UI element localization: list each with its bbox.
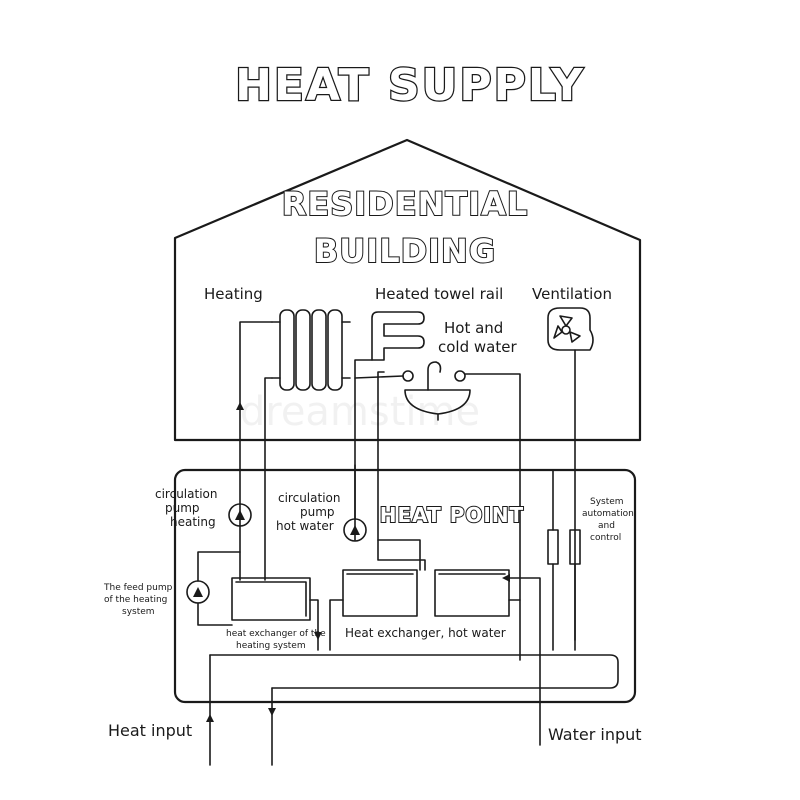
hx-heating-label-2: heating system bbox=[236, 641, 306, 651]
hot-water-pipe-to-sink bbox=[354, 375, 404, 379]
feed-label-3: system bbox=[122, 607, 155, 617]
ventilation-fan-icon bbox=[547, 307, 594, 351]
circ-hot-label-2: pump bbox=[300, 505, 335, 519]
arrow-up-icon bbox=[236, 402, 244, 410]
water-input-pipe bbox=[508, 577, 541, 746]
heat-point-outline bbox=[173, 468, 637, 704]
label-heated-towel-rail: Heated towel rail bbox=[375, 285, 503, 303]
label-hot-cold-line2: cold water bbox=[438, 338, 517, 356]
heating-return-pipe bbox=[264, 377, 273, 581]
automation-label-3: and bbox=[598, 521, 615, 531]
circulation-pump-heating-icon bbox=[228, 503, 252, 527]
heat-exchanger-heating bbox=[231, 577, 311, 621]
automation-wires bbox=[552, 469, 576, 651]
radiator-icon bbox=[271, 309, 351, 391]
hx-heating-outlet bbox=[309, 599, 319, 651]
pump-arrow-icon bbox=[350, 525, 360, 535]
circ-hot-label-1: circulation bbox=[278, 491, 340, 505]
hx-hot-label: Heat exchanger, hot water bbox=[345, 626, 506, 640]
pump-arrow-icon bbox=[235, 510, 245, 520]
cold-water-pipe-to-sink bbox=[464, 373, 521, 661]
watermark: dreamstime bbox=[240, 389, 480, 435]
automation-label-2: automation bbox=[582, 509, 634, 519]
circ-heating-label-2: pump bbox=[165, 501, 200, 515]
towel-rail-pipe-a bbox=[354, 359, 373, 541]
automation-unit-1 bbox=[547, 529, 559, 565]
circ-hot-label-3: hot water bbox=[276, 519, 334, 533]
hx-heating-label-1: heat exchanger of the bbox=[226, 629, 326, 639]
arrow-down-icon bbox=[314, 632, 322, 640]
water-input-label: Water input bbox=[548, 725, 642, 744]
towel-rail-pipe-b bbox=[377, 371, 426, 571]
heat-exchanger-hot-water-1 bbox=[342, 569, 418, 617]
feed-label-1: The feed pump bbox=[103, 583, 173, 593]
label-ventilation: Ventilation bbox=[532, 285, 612, 303]
arrow-left-icon bbox=[502, 574, 510, 582]
heat-point-title: HEAT POINT bbox=[380, 503, 524, 527]
building-title-line2: BUILDING bbox=[314, 232, 496, 270]
label-hot-cold-line1: Hot and bbox=[444, 319, 503, 337]
automation-label-1: System bbox=[590, 497, 624, 507]
heating-supply-pipe bbox=[239, 321, 273, 581]
heat-exchanger-hot-water-2 bbox=[434, 569, 510, 617]
circ-heating-label-3: heating bbox=[170, 515, 216, 529]
residential-building-outline bbox=[173, 138, 642, 442]
hx-feed-pipe bbox=[377, 539, 421, 571]
heat-input-label: Heat input bbox=[108, 721, 192, 740]
feed-label-2: of the heating bbox=[104, 595, 167, 605]
hx-link-pipes bbox=[329, 599, 521, 651]
arrow-up-icon bbox=[206, 714, 214, 722]
automation-label-4: control bbox=[590, 533, 621, 543]
arrow-down-icon bbox=[268, 708, 276, 716]
hx-inner-line bbox=[235, 581, 307, 617]
main-title: HEAT SUPPLY bbox=[235, 60, 585, 111]
building-title-line1: RESIDENTIAL bbox=[282, 185, 529, 223]
feed-pump-pipes bbox=[197, 551, 241, 626]
pump-arrow-icon bbox=[193, 587, 203, 597]
towel-rail-icon bbox=[371, 311, 425, 361]
circ-heating-label-1: circulation bbox=[155, 487, 217, 501]
label-heating: Heating bbox=[204, 285, 263, 303]
distribution-pipe-loop bbox=[209, 654, 619, 689]
